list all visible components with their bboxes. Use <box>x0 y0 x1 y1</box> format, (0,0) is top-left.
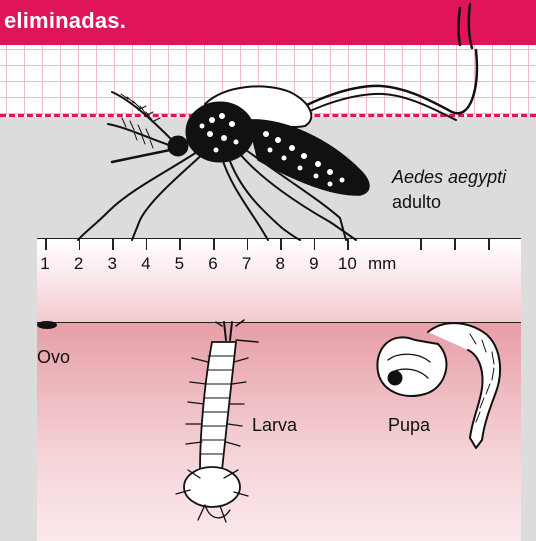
top-leg-strokes <box>459 4 473 48</box>
adult-mosquito-icon <box>78 50 477 240</box>
egg-icon <box>37 321 57 329</box>
larva-icon <box>176 320 258 522</box>
pupa-icon <box>377 323 500 448</box>
